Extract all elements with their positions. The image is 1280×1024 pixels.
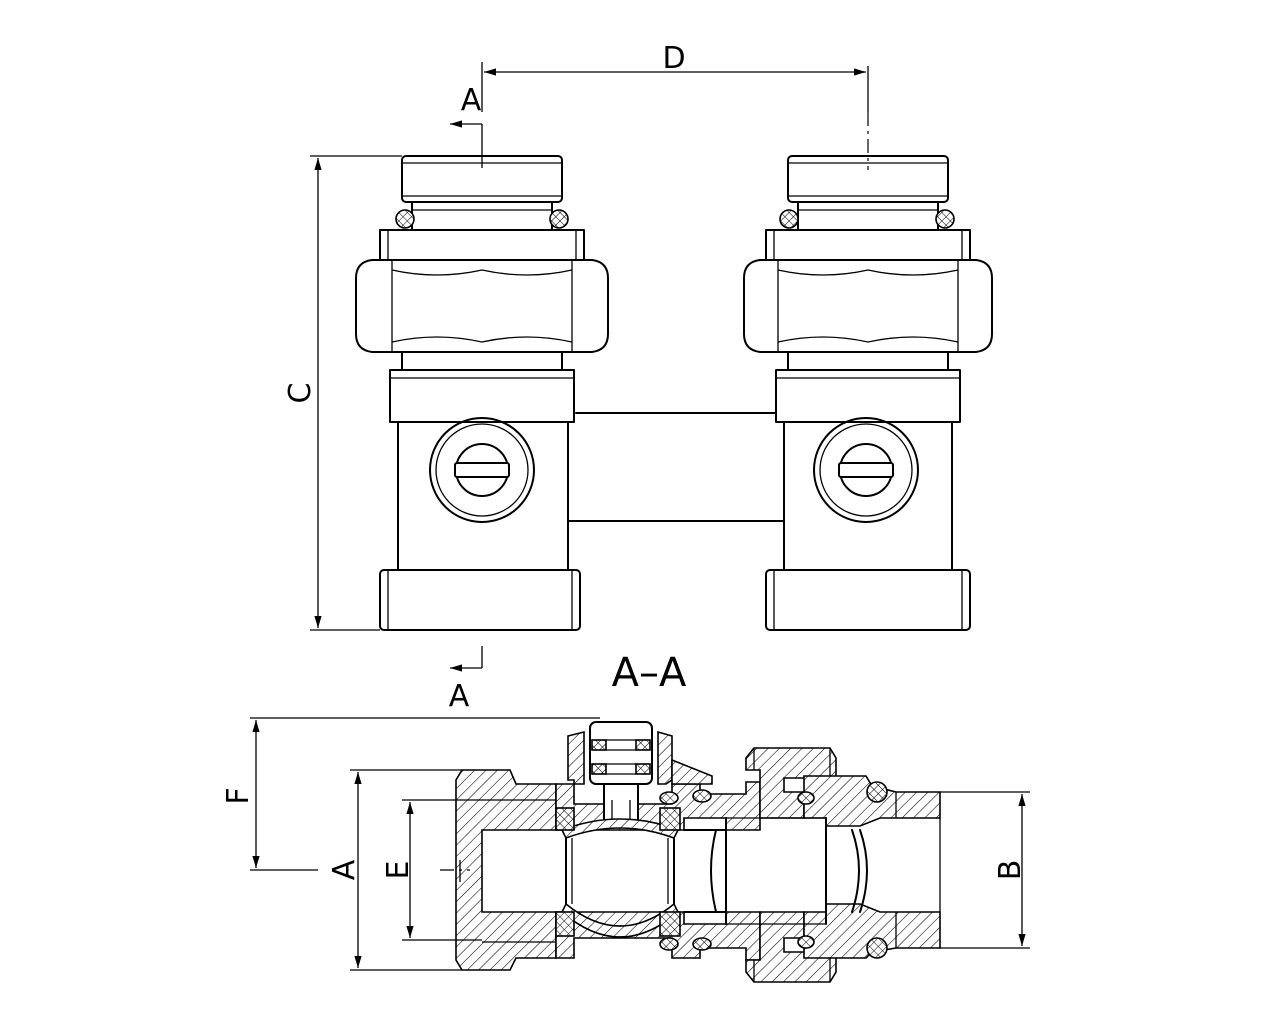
dimension-b-label: B (993, 860, 1028, 881)
dimension-a-label: A (327, 859, 362, 880)
section-view: F A E B (221, 717, 1030, 983)
ball (555, 807, 681, 938)
dimension-e-label: E (381, 861, 416, 880)
union-nut (745, 747, 837, 983)
left-valve-body (355, 155, 609, 631)
tailpiece (797, 775, 941, 959)
front-elevation-view: D A A C (283, 41, 993, 714)
stem-housing (567, 721, 713, 825)
section-mark-bottom: A (449, 646, 483, 714)
section-mark-top: A (450, 83, 483, 168)
dimension-b: B (940, 791, 1030, 949)
dimension-d-label: D (662, 41, 685, 76)
connecting-bridge (567, 412, 785, 522)
dimension-f: F (221, 717, 600, 871)
dimension-e: E (381, 799, 482, 941)
left-threaded-end (455, 769, 557, 971)
valve-body-walls (555, 781, 761, 961)
section-mark-top-label: A (461, 83, 482, 118)
dimension-d: D (481, 41, 869, 170)
dimension-a: A (327, 769, 462, 971)
dimension-c-label: C (283, 383, 318, 404)
dimension-c: C (283, 155, 402, 631)
right-valve-body (743, 155, 993, 631)
section-mark-bottom-label: A (449, 679, 470, 714)
section-title: A–A (612, 650, 687, 696)
dimension-f-label: F (221, 787, 256, 804)
body-o-rings (659, 789, 712, 951)
bore-outlines (683, 817, 941, 925)
